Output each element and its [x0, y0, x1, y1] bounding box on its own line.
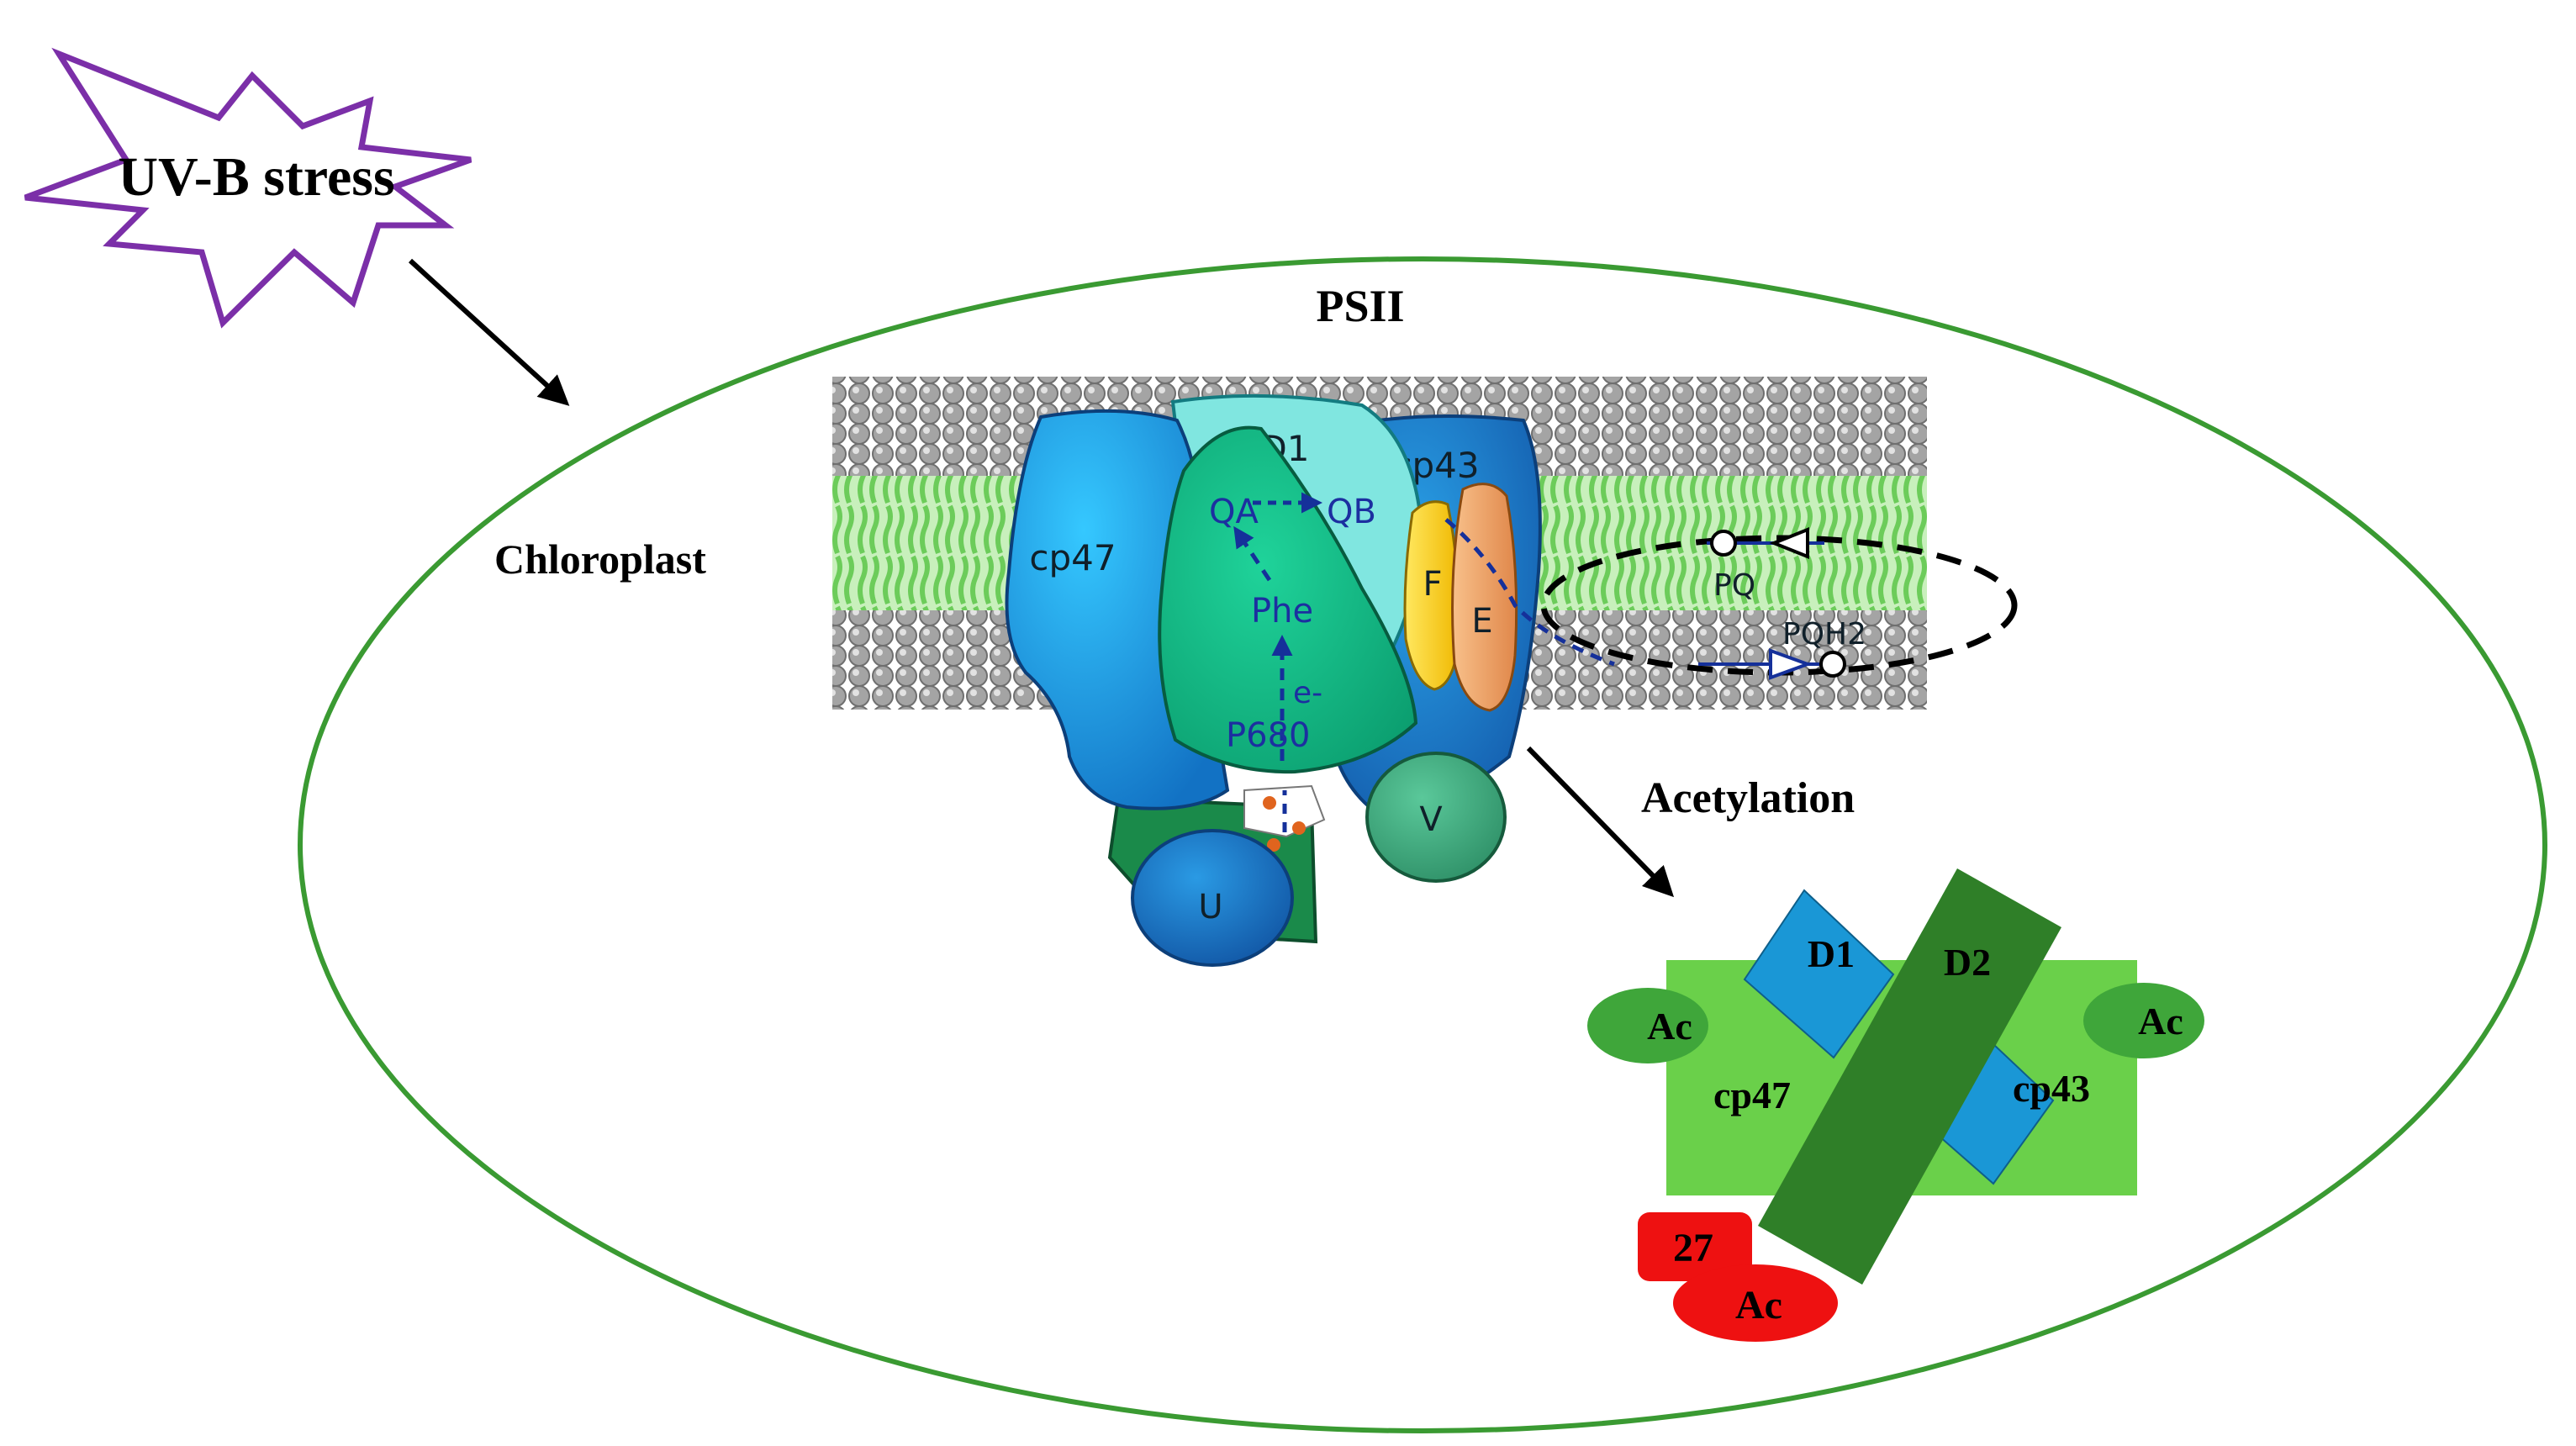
complex-cp43-label: cp43 [2013, 1067, 2090, 1110]
burst-star-shape [24, 47, 472, 329]
psii-title: PSII [1316, 281, 1404, 331]
d1-diamond-upper [1743, 889, 1895, 1059]
p680-label: P680 [1226, 716, 1310, 755]
pqh2-molecule-head [1819, 651, 1846, 678]
uv-b-stress-burst: UV-B stress [24, 47, 472, 329]
pqh2-label: PQH2 [1782, 617, 1866, 652]
ac-right-oval [2083, 983, 2204, 1058]
psii-complex: cp43 D1 cp47 F E U V [1005, 393, 2018, 967]
acetylation-arrow [1526, 746, 1675, 898]
site-27-tag [1638, 1212, 1752, 1281]
v-subunit [1365, 752, 1507, 883]
chloroplast-outline [298, 256, 2547, 1433]
site-27-label: 27 [1673, 1226, 1713, 1270]
ac-right-label: Ac [2138, 1000, 2183, 1042]
phe-to-qa-arrow [1233, 525, 1272, 582]
chloroplast-label: Chloroplast [494, 536, 706, 583]
site-27-ac-oval [1673, 1264, 1838, 1342]
complex-d1-label: D1 [1808, 932, 1855, 975]
acetylation-label: Acetylation [1641, 774, 1855, 822]
u-subunit [1131, 829, 1294, 967]
pq-label: PQ [1713, 568, 1755, 603]
site-27-ac-label: Ac [1735, 1283, 1782, 1327]
ac-left-label: Ac [1647, 1005, 1692, 1048]
d2-bar [1758, 868, 2061, 1285]
oec-atom [1267, 838, 1280, 852]
f-label: F [1423, 565, 1442, 604]
plastoquinone-pool: PQ PQH2 [1540, 527, 2018, 680]
uv-b-stress-label: UV-B stress [118, 146, 394, 208]
qb-label: QB [1327, 493, 1376, 531]
phe-label: Phe [1251, 592, 1313, 631]
e-subunit [1451, 483, 1518, 712]
e-minus-label: e- [1293, 676, 1322, 710]
pq-arrow-head [1769, 527, 1809, 559]
cp47-label: cp47 [1029, 537, 1116, 578]
pq-molecule-head [1710, 530, 1737, 557]
u-label: U [1198, 888, 1222, 926]
complex-d2-label: D2 [1944, 941, 1991, 984]
d1-main-subunit [1158, 425, 1418, 774]
oec-atom [1263, 796, 1276, 810]
complex-cp47-label: cp47 [1713, 1074, 1791, 1116]
ac-left-oval [1587, 988, 1708, 1063]
acetylated-complex: D1 D2 cp47 cp43 Ac Ac 27 Ac [1587, 868, 2204, 1342]
electron-transfer-path: QA QB Phe e- P680 [1209, 492, 1615, 832]
qa-label: QA [1209, 493, 1259, 531]
uvb-to-chloroplast-arrow [408, 258, 570, 406]
e-label: E [1471, 602, 1492, 641]
f-subunit [1403, 500, 1460, 691]
pqh2-arrow-head [1769, 648, 1813, 680]
oec-atom [1292, 821, 1306, 835]
qb-to-pq-arrow [1444, 518, 1615, 667]
v-label: V [1419, 800, 1443, 839]
